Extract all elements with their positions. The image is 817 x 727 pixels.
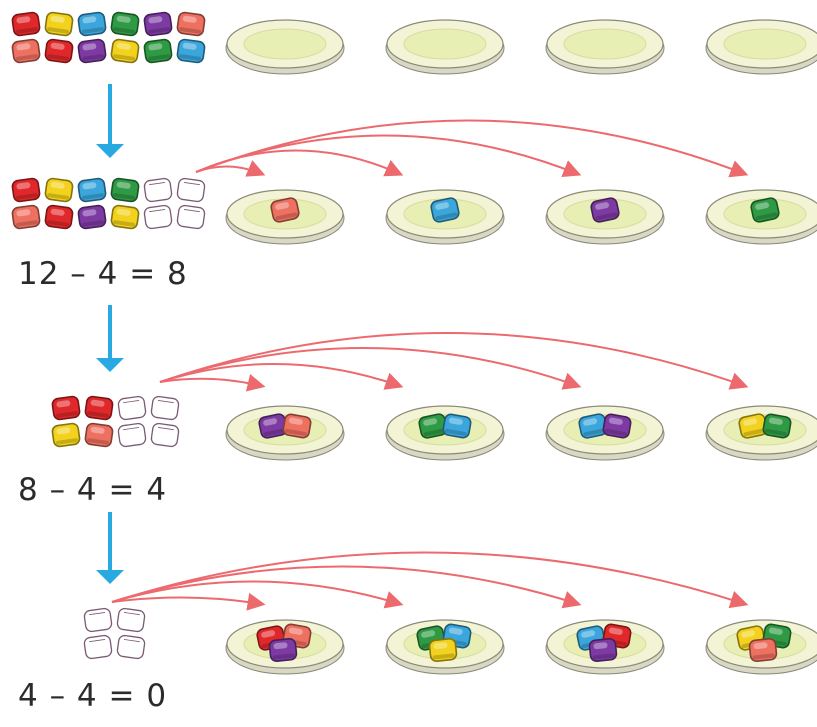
plate	[385, 619, 505, 675]
yellow-cube	[51, 422, 81, 448]
down-arrow	[96, 512, 124, 584]
share-arrow	[111, 592, 266, 611]
cube-pile	[11, 11, 206, 64]
purple-cube	[588, 637, 618, 663]
plate	[705, 189, 817, 245]
empty-cube-outline	[150, 422, 180, 448]
down-arrow	[96, 305, 124, 372]
yellow-cube	[44, 177, 74, 203]
plate	[545, 19, 665, 75]
purple-cube	[590, 197, 620, 223]
empty-cube-outline	[116, 634, 146, 660]
purple-cube	[77, 204, 107, 230]
share-arrow	[111, 580, 404, 609]
salmon-cube	[84, 422, 114, 448]
cube-pile	[83, 607, 146, 660]
share-arrow	[195, 149, 404, 177]
plate	[385, 19, 505, 75]
purple-cube	[268, 637, 298, 663]
red-cube	[44, 204, 74, 230]
plates-layer	[225, 19, 817, 675]
plate	[225, 405, 345, 461]
plate	[385, 405, 505, 461]
blue-cube	[442, 413, 472, 439]
blue-cube	[77, 177, 107, 203]
salmon-cube	[270, 197, 300, 223]
share-arrow	[159, 346, 582, 390]
cube-pile	[11, 177, 206, 230]
green-cube	[110, 177, 140, 203]
arrows-layer	[96, 84, 749, 611]
plate	[545, 619, 665, 675]
yellow-cube	[110, 204, 140, 230]
share-arrow	[111, 565, 582, 609]
salmon-cube	[11, 204, 41, 230]
red-cube	[11, 177, 41, 203]
red-cube	[84, 395, 114, 421]
red-cube	[11, 11, 41, 37]
plate	[225, 619, 345, 675]
salmon-cube	[282, 413, 312, 439]
salmon-cube	[11, 38, 41, 64]
salmon-cube	[176, 11, 206, 37]
share-arrow	[111, 551, 749, 609]
green-cube	[110, 11, 140, 37]
plate	[225, 189, 345, 245]
green-cube	[750, 197, 780, 223]
purple-cube	[77, 38, 107, 64]
plate	[545, 189, 665, 245]
blue-cube	[578, 413, 608, 439]
piles-layer	[11, 11, 206, 660]
empty-cube-outline	[117, 395, 147, 421]
empty-cube-outline	[117, 422, 147, 448]
plate	[385, 189, 505, 245]
plate	[545, 405, 665, 461]
empty-cube-outline	[116, 607, 146, 633]
red-cube	[51, 395, 81, 421]
yellow-cube	[44, 11, 74, 37]
empty-cube-outline	[176, 204, 206, 230]
purple-cube	[602, 413, 632, 439]
share-arrow	[159, 332, 749, 390]
yellow-cube	[428, 637, 458, 663]
plate	[705, 619, 817, 675]
green-cube	[418, 413, 448, 439]
empty-cube-outline	[143, 204, 173, 230]
blue-cube	[430, 197, 460, 223]
empty-cube-outline	[83, 634, 113, 660]
down-arrow	[96, 84, 124, 158]
plate	[705, 19, 817, 75]
blue-cube	[176, 38, 206, 64]
yellow-cube	[110, 38, 140, 64]
share-arrow	[159, 363, 404, 390]
plate	[225, 19, 345, 75]
green-cube	[762, 413, 792, 439]
empty-cube-outline	[176, 177, 206, 203]
share-arrow	[195, 119, 749, 178]
blue-cube	[77, 11, 107, 37]
empty-cube-outline	[83, 607, 113, 633]
plate	[705, 405, 817, 461]
green-cube	[143, 38, 173, 64]
purple-cube	[143, 11, 173, 37]
empty-cube-outline	[143, 177, 173, 203]
cube-pile	[51, 395, 180, 448]
salmon-cube	[748, 637, 778, 663]
share-arrow	[159, 373, 266, 392]
red-cube	[44, 38, 74, 64]
empty-cube-outline	[150, 395, 180, 421]
